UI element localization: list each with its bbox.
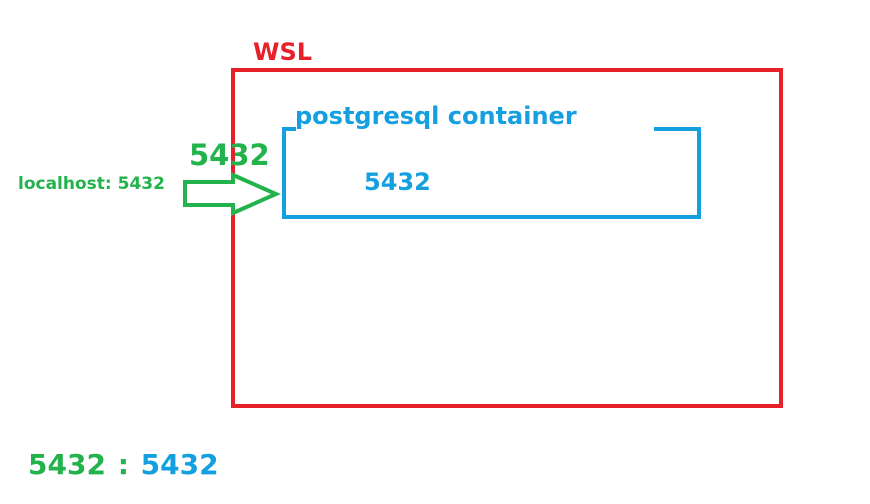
container-port: 5432	[364, 168, 431, 196]
container-label: postgresql container	[295, 102, 577, 130]
port-mapping: 5432 : 5432	[28, 451, 219, 479]
mapping-separator: :	[117, 448, 129, 481]
mapping-container-port: 5432	[140, 448, 219, 481]
right-arrow-outline-icon	[183, 171, 281, 217]
mapping-host-port: 5432	[28, 448, 106, 481]
localhost-label: localhost: 5432	[18, 174, 165, 194]
host-port: 5432	[189, 138, 270, 172]
wsl-box	[231, 68, 783, 408]
container-box	[282, 127, 701, 219]
wsl-label: WSL	[253, 38, 313, 66]
